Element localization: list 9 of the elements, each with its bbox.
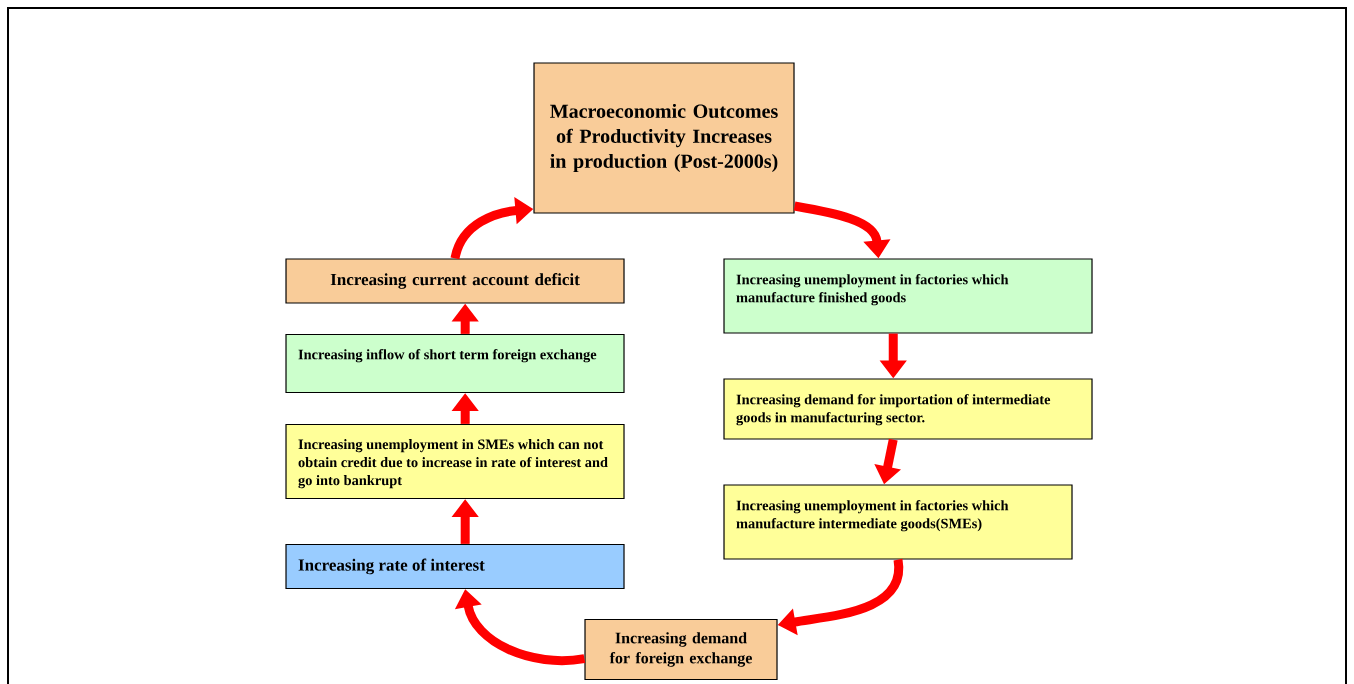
process-box: Increasing demand for importation of intermediate goods in manufacturing sector. xyxy=(723,378,1093,440)
process-box: Increasing current account deficit xyxy=(285,258,625,304)
process-box: Increasing demand for foreign exchange xyxy=(584,618,778,681)
process-box: Increasing inflow of short term foreign exchange xyxy=(285,333,625,394)
process-box: Macroeconomic Outcomes of Productivity Increases in production (Post-2000s) xyxy=(533,62,795,214)
process-box: Increasing rate of interest xyxy=(285,543,625,590)
process-box: Increasing unemployment in factories which manufacture intermediate goods(SMEs) xyxy=(723,484,1073,560)
process-box: Increasing unemployment in factories which manufacture finished goods xyxy=(723,258,1093,334)
process-box: Increasing unemployment in SMEs which can not obtain credit due to increase in rate of interest and go into bankrupt xyxy=(285,423,625,500)
